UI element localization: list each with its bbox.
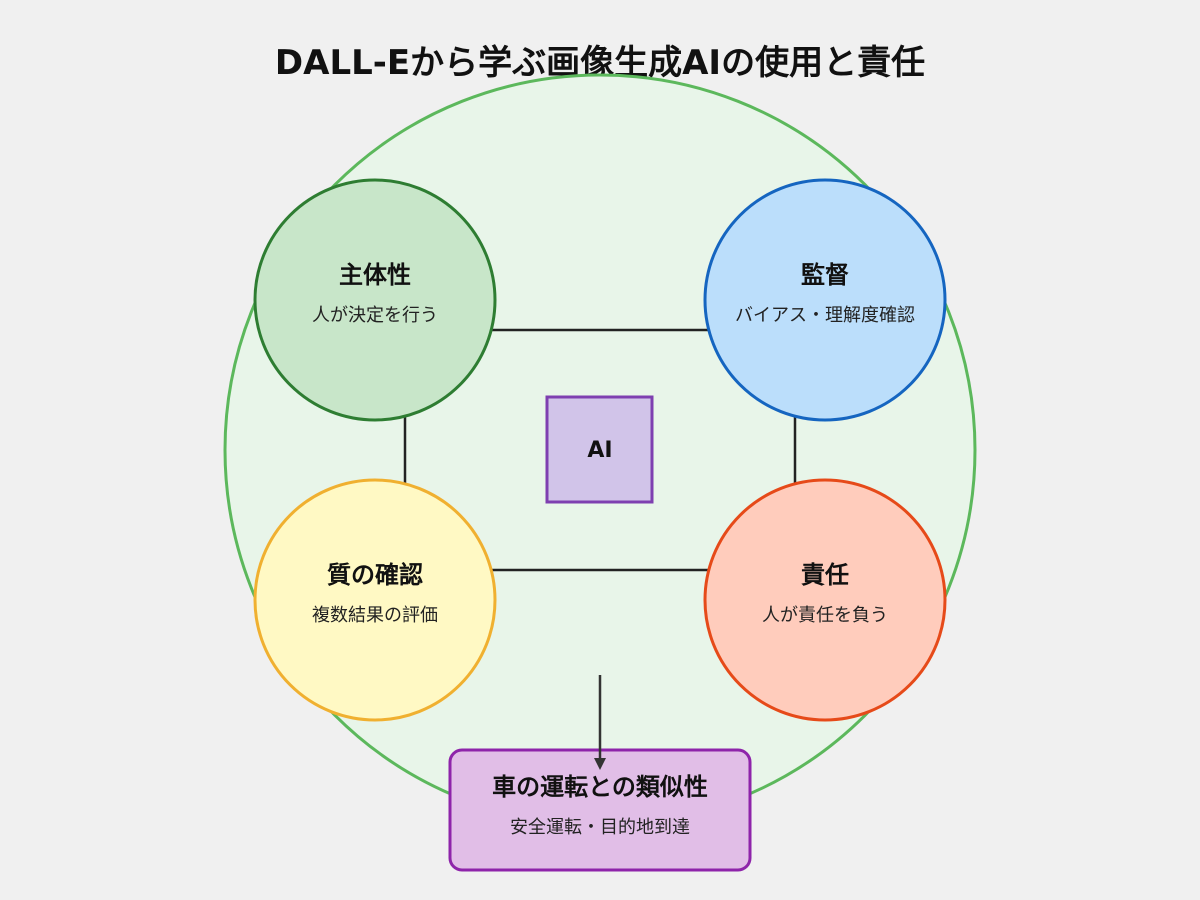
node-agency-circle xyxy=(253,178,497,422)
node-analogy-box xyxy=(448,748,752,872)
node-responsibility-subtitle: 人が責任を負う xyxy=(762,605,888,626)
node-analogy: 車の運転との類似性 安全運転・目的地到達 xyxy=(448,748,752,872)
node-oversight-subtitle: バイアス・理解度確認 xyxy=(735,305,915,326)
node-ai: AI xyxy=(545,395,654,504)
node-analogy-subtitle: 安全運転・目的地到達 xyxy=(510,817,690,838)
node-responsibility: 責任 人が責任を負う xyxy=(703,478,947,722)
node-agency-title: 主体性 xyxy=(339,261,411,289)
node-oversight-title: 監督 xyxy=(801,261,849,289)
node-analogy-title: 車の運転との類似性 xyxy=(492,773,708,801)
node-oversight-circle xyxy=(703,178,947,422)
node-quality: 質の確認 複数結果の評価 xyxy=(253,478,497,722)
node-quality-circle xyxy=(253,478,497,722)
node-ai-box xyxy=(545,395,654,504)
node-oversight: 監督 バイアス・理解度確認 xyxy=(703,178,947,422)
node-agency: 主体性 人が決定を行う xyxy=(253,178,497,422)
node-responsibility-circle xyxy=(703,478,947,722)
node-ai-label: AI xyxy=(587,438,612,463)
node-quality-subtitle: 複数結果の評価 xyxy=(312,605,438,626)
node-responsibility-title: 責任 xyxy=(801,561,849,589)
node-quality-title: 質の確認 xyxy=(327,561,423,589)
node-agency-subtitle: 人が決定を行う xyxy=(312,305,438,326)
